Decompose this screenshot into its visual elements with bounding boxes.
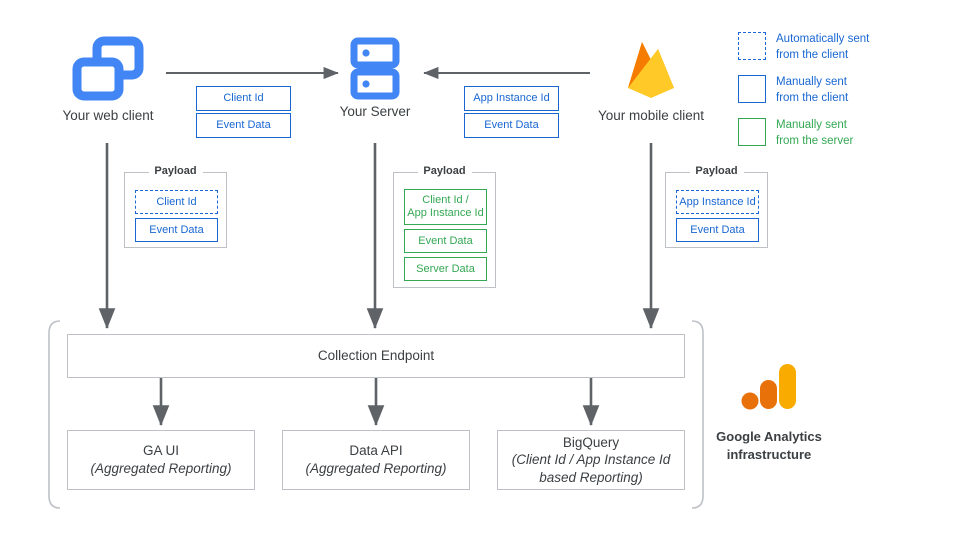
web-client-node: Your web client — [62, 36, 154, 123]
legend-swatch-solid-blue — [738, 75, 766, 104]
payload-item-client-id: Client Id — [135, 190, 218, 214]
output-ga-ui-subtitle: (Aggregated Reporting) — [90, 461, 232, 476]
payload-item-line2: App Instance Id — [407, 207, 484, 219]
google-analytics-infrastructure: Google Analytics infrastructure — [705, 362, 833, 463]
legend-auto-client-line2: from the client — [776, 48, 849, 61]
payload-server-title: Payload — [417, 165, 472, 177]
infrastructure-bracket-right — [691, 320, 704, 509]
transit-tag-client-id: Client Id — [196, 86, 291, 111]
output-bigquery-subtitle2: based Reporting) — [539, 469, 643, 485]
payload-mobile-client-title: Payload — [689, 165, 744, 177]
google-analytics-logo — [741, 364, 796, 410]
payload-web-client-title: Payload — [148, 165, 203, 177]
output-bigquery-title: BigQuery — [562, 434, 620, 450]
web-client-label: Your web client — [62, 108, 154, 123]
legend: Automatically sent from the client Manua… — [738, 32, 953, 149]
legend-manual-client-line2: from the client — [776, 91, 849, 104]
infrastructure-bracket-left — [48, 320, 61, 509]
output-box-ga-ui: GA UI (Aggregated Reporting) — [67, 430, 255, 490]
server-rack-icon — [350, 37, 400, 100]
ga-infrastructure-line1: Google Analytics — [716, 429, 822, 444]
legend-manual-server-line1: Manually sent — [776, 119, 847, 132]
legend-swatch-dashed-blue — [738, 32, 766, 60]
output-data-api-subtitle: (Aggregated Reporting) — [305, 461, 447, 476]
payload-web-client: Payload Client Id Event Data — [124, 165, 227, 248]
legend-manual-client-line1: Manually sent — [776, 76, 847, 89]
payload-item-event-data-server: Event Data — [404, 229, 487, 253]
payload-server: Payload Client Id / App Instance Id Even… — [393, 165, 496, 288]
server-label: Your Server — [339, 104, 411, 119]
payload-item-event-data-web: Event Data — [135, 218, 218, 242]
web-windows-icon — [72, 36, 144, 101]
mobile-client-label: Your mobile client — [597, 108, 705, 123]
server-node: Your Server — [330, 37, 420, 119]
payload-item-server-data: Server Data — [404, 257, 487, 281]
legend-item-manual-client: Manually sent from the client — [738, 75, 953, 106]
transit-tag-event-data-web: Event Data — [196, 113, 291, 138]
collection-endpoint-box: Collection Endpoint — [67, 334, 685, 378]
output-box-bigquery: BigQuery (Client Id / App Instance Id ba… — [497, 430, 685, 490]
ga-infrastructure-line2: infrastructure — [726, 446, 812, 462]
payload-item-line1: Client Id / — [422, 194, 469, 207]
mobile-client-node: Your mobile client — [592, 36, 710, 123]
legend-manual-server-line2: from the server — [776, 134, 854, 147]
legend-swatch-solid-green — [738, 118, 766, 147]
output-box-data-api: Data API (Aggregated Reporting) — [282, 430, 470, 490]
payload-item-event-data-mobile: Event Data — [676, 218, 759, 242]
transit-tag-app-instance-id: App Instance Id — [464, 86, 559, 111]
legend-auto-client-line1: Automatically sent — [776, 33, 870, 45]
output-data-api-title: Data API — [349, 443, 403, 459]
transit-tag-event-data-mobile: Event Data — [464, 113, 559, 138]
legend-item-auto-client: Automatically sent from the client — [738, 32, 953, 63]
output-ga-ui-title: GA UI — [142, 443, 179, 459]
payload-item-app-instance-id: App Instance Id — [676, 190, 759, 214]
collection-endpoint-label: Collection Endpoint — [317, 348, 435, 364]
firebase-flame-icon — [628, 42, 674, 98]
legend-item-manual-server: Manually sent from the server — [738, 118, 953, 149]
payload-mobile-client: Payload App Instance Id Event Data — [665, 165, 768, 248]
output-bigquery-subtitle: (Client Id / App Instance Id — [511, 452, 671, 468]
payload-item-client-or-app-instance-id: Client Id / App Instance Id — [404, 189, 487, 225]
